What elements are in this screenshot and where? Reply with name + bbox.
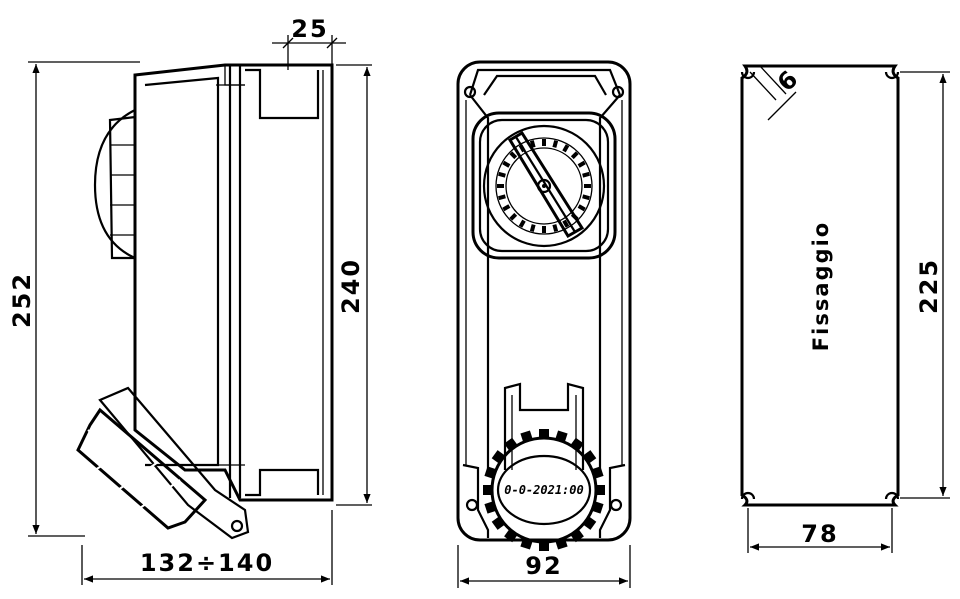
box-height-dim-240: 240 xyxy=(337,258,365,314)
socket-marking: 0-0-2021:00 xyxy=(504,483,583,497)
dial-tick xyxy=(562,144,570,153)
dial-tick xyxy=(502,204,511,212)
dial-tick xyxy=(570,151,579,160)
dial-tick xyxy=(582,194,590,201)
side-view-knob xyxy=(93,109,137,260)
dial-tick xyxy=(502,160,511,168)
front-view-body xyxy=(456,60,632,542)
width-dim-92: 92 xyxy=(525,552,562,580)
mounting-plate: Fissaggio xyxy=(740,64,900,507)
side-view-socket xyxy=(76,386,250,540)
width-dim-132-140: 132÷140 xyxy=(140,549,274,577)
socket-ring-tooth xyxy=(483,485,493,495)
dial-tick xyxy=(509,212,518,221)
front-view-socket: 0-0-2021:00 xyxy=(462,382,626,551)
socket-ring-tooth xyxy=(539,541,549,551)
socket-ring-tooth xyxy=(595,485,605,495)
side-view-body xyxy=(133,63,334,502)
dial-tick xyxy=(552,140,559,148)
dial-tick xyxy=(518,219,526,228)
depth-dim-25: 25 xyxy=(291,15,328,43)
mounting-view: Fissaggio 6 225 78 xyxy=(740,64,950,553)
dial-tick xyxy=(562,219,570,228)
height-dim-225: 225 xyxy=(915,258,943,314)
dial-tick xyxy=(529,140,536,148)
width-dim-78: 78 xyxy=(801,520,838,548)
side-view: 252 240 25 132÷140 xyxy=(8,15,372,585)
side-view-dimensions: 252 240 25 132÷140 xyxy=(8,15,372,585)
socket-ring-tooth xyxy=(539,429,549,439)
dial-tick xyxy=(509,151,518,160)
front-view: 0-0-2021:00 92 xyxy=(456,60,632,588)
dial-tick xyxy=(582,171,590,178)
front-view-switch[interactable] xyxy=(471,111,617,260)
mounting-label: Fissaggio xyxy=(809,221,833,351)
hole-dim-6: 6 xyxy=(772,64,805,97)
height-dim-252: 252 xyxy=(8,272,36,328)
dial-tick xyxy=(498,194,506,201)
mounting-dimensions: 6 225 78 xyxy=(747,64,950,553)
dial-tick xyxy=(529,224,536,232)
dial-tick xyxy=(577,204,586,212)
dial-tick xyxy=(498,171,506,178)
front-view-dimensions: 92 xyxy=(457,545,631,588)
dial-tick xyxy=(552,224,559,232)
dial-tick xyxy=(577,160,586,168)
